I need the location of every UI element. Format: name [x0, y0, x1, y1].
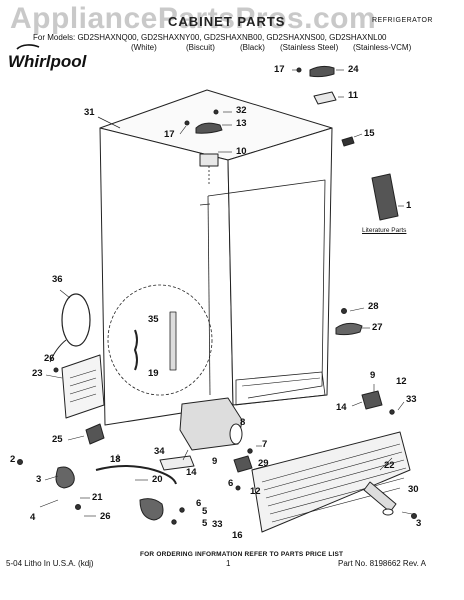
- callout-21: 21: [92, 492, 103, 503]
- callout-24: 24: [348, 64, 359, 75]
- callout-20: 20: [152, 474, 163, 485]
- color-stainless: (Stainless Steel): [280, 43, 339, 52]
- callout-36: 36: [52, 274, 63, 285]
- callout-11: 11: [348, 90, 359, 101]
- callout-1: 1: [406, 200, 412, 211]
- callout-12b: 12: [250, 486, 261, 497]
- callout-8: 8: [240, 417, 246, 428]
- watermark-text: AppliancePartsPros.com: [10, 2, 377, 35]
- brand-logo: Whirlpool: [8, 52, 87, 71]
- callout-16: 16: [232, 530, 243, 541]
- callout-18: 18: [110, 454, 121, 465]
- callout-26b: 26: [100, 511, 111, 522]
- literature-parts-label: Literature Parts: [362, 227, 407, 234]
- callout-7: 7: [262, 439, 268, 450]
- callout-10: 10: [236, 146, 247, 157]
- page-number: 1: [226, 559, 231, 568]
- callout-15: 15: [364, 128, 375, 139]
- callout-30: 30: [408, 484, 419, 495]
- callout-31: 31: [84, 107, 95, 118]
- cabinet-left-side: [99, 127, 234, 426]
- toe-grille-part: [251, 431, 411, 533]
- callout-17b: 17: [274, 64, 285, 75]
- color-white: (White): [131, 43, 157, 52]
- callout-29: 29: [258, 458, 269, 469]
- callout-28: 28: [368, 301, 379, 312]
- callout-9b: 9: [212, 456, 218, 467]
- callout-5: 5: [202, 506, 208, 517]
- part-number: Part No. 8198662 Rev. A: [338, 559, 426, 568]
- callout-13: 13: [236, 118, 247, 129]
- callout-5b: 5: [202, 518, 208, 529]
- callout-26: 26: [44, 353, 55, 364]
- brand-swoosh-icon: [16, 44, 40, 50]
- callout-19: 19: [148, 368, 159, 379]
- callout-2: 2: [10, 454, 16, 465]
- callout-14b: 14: [186, 467, 197, 478]
- hinge-cover-part: [195, 122, 223, 134]
- callout-32: 32: [236, 105, 247, 116]
- callout-27: 27: [372, 322, 383, 333]
- models-line: For Models: GD2SHAXNQ00, GD2SHAXNY00, GD…: [33, 33, 387, 42]
- callout-23: 23: [32, 368, 43, 379]
- callout-33: 33: [406, 394, 417, 405]
- coil-part: [61, 293, 91, 347]
- callout-4: 4: [30, 512, 36, 523]
- callout-34: 34: [154, 446, 165, 457]
- literature-booklet: [371, 173, 399, 221]
- callout-12: 12: [396, 376, 407, 387]
- cabinet-right-side: [227, 127, 333, 406]
- ordering-note: FOR ORDERING INFORMATION REFER TO PARTS …: [140, 551, 344, 558]
- color-black: (Black): [240, 43, 265, 52]
- callout-9: 9: [370, 370, 376, 381]
- callout-25: 25: [52, 434, 63, 445]
- color-stainless-vcm: (Stainless-VCM): [353, 43, 412, 52]
- diagram-title: CABINET PARTS: [168, 14, 286, 29]
- callout-22: 22: [384, 460, 395, 471]
- callout-6: 6: [196, 498, 202, 509]
- callout-17: 17: [164, 129, 175, 140]
- hinge-part: [199, 153, 219, 167]
- callout-6b: 6: [228, 478, 234, 489]
- litho-text: 5-04 Litho In U.S.A. (kdj): [6, 559, 94, 568]
- callout-3: 3: [36, 474, 42, 485]
- callout-14: 14: [336, 402, 347, 413]
- color-biscuit: (Biscuit): [186, 43, 215, 52]
- callout-3b: 3: [416, 518, 422, 529]
- product-type: REFRIGERATOR: [372, 17, 433, 24]
- callout-35: 35: [148, 314, 159, 325]
- callout-33b: 33: [212, 519, 223, 530]
